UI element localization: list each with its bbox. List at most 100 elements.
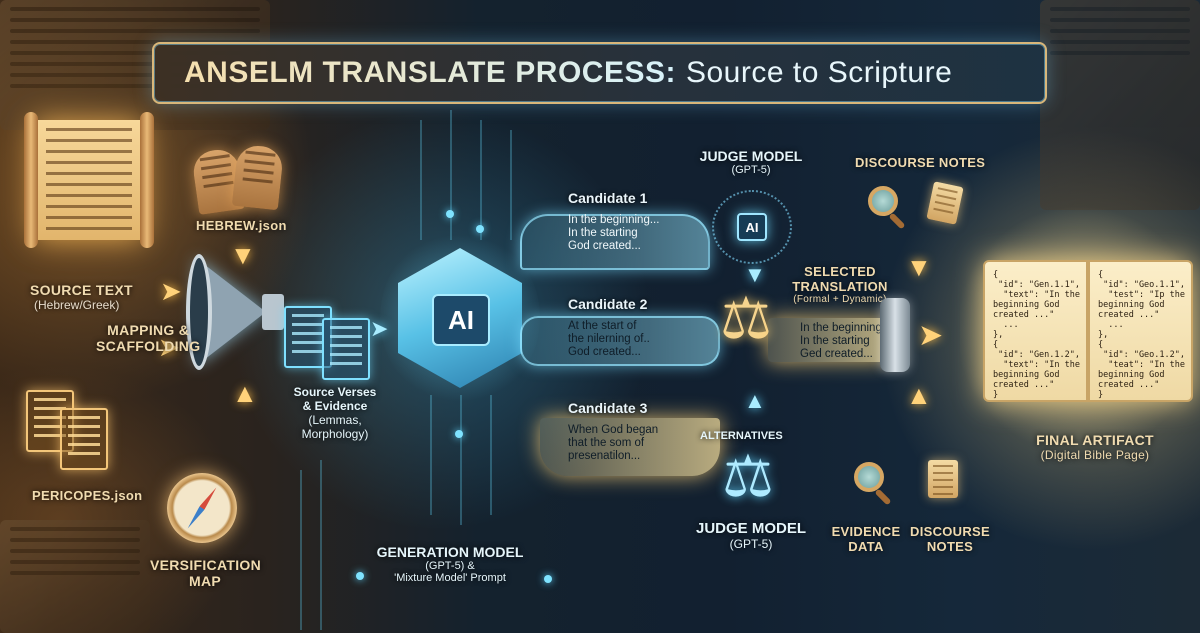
mapping-line2: SCAFFOLDING — [96, 338, 201, 354]
circuit-trace — [480, 120, 482, 240]
circuit-trace — [490, 395, 492, 515]
evidence-line1: EVIDENCE — [831, 524, 901, 539]
selected-line: Ged created... — [800, 348, 873, 360]
parchment-background-bottom-left — [0, 520, 150, 633]
arrow-right-icon: ➤ — [918, 319, 944, 352]
final-artifact-title: FINAL ARTIFACT — [1036, 432, 1154, 448]
candidate-3-title: Candidate 3 — [568, 400, 648, 416]
circuit-node — [455, 430, 463, 438]
candidate-1-line: God created... — [568, 240, 641, 252]
arrow-right-icon: ➤ — [158, 332, 180, 362]
document-stack-icon — [60, 408, 108, 470]
candidate-2-text: At the start of the nilerning of.. God c… — [568, 320, 650, 359]
candidate-2-stream — [520, 316, 720, 366]
arrow-up-icon: ▲ — [232, 378, 258, 408]
notepad-icon — [926, 181, 964, 225]
selected-line: In the starting — [800, 335, 870, 347]
circuit-node — [544, 575, 552, 583]
title-subtitle: Source to Scripture — [685, 56, 953, 89]
candidate-3-text: When God began that the som of presenati… — [568, 424, 658, 463]
title-bold: ANSELM TRANSLATE PROCESS: — [184, 56, 676, 89]
circuit-node — [446, 210, 454, 218]
source-text-label: SOURCE TEXT — [30, 282, 133, 298]
ai-chip-icon: AI — [432, 294, 490, 346]
selected-line1: SELECTED — [804, 264, 876, 279]
book-page-right: { "id": "Geo.1.1", "test": "Ip the begin… — [1088, 260, 1193, 402]
selected-sub: (Formal + Dynamic) — [793, 294, 887, 305]
open-book-icon: { "id": "Gen.1.1", "text": "In the begin… — [983, 260, 1193, 402]
scales-icon: ⚖ — [722, 444, 774, 509]
generation-model-sub1: (GPT-5) & — [425, 560, 475, 572]
magnifier-icon — [868, 186, 898, 216]
hebrew-json-label: HEBREW.json — [196, 218, 287, 233]
candidate-1-stream — [520, 214, 710, 270]
judge-bottom-sub: (GPT-5) — [729, 537, 773, 551]
circuit-node — [476, 225, 484, 233]
scales-icon: ⚖ — [720, 286, 772, 351]
document-stack-icon — [322, 318, 370, 380]
book-page-left: { "id": "Gen.1.1", "text": "In the begin… — [983, 260, 1088, 402]
circuit-trace — [430, 395, 432, 515]
circuit-trace — [300, 470, 302, 630]
arrow-down-icon: ▼ — [906, 252, 932, 282]
candidate-1-text: In the beginning... In the starting God … — [568, 214, 659, 253]
source-verses-label: Source Verses & Evidence (Lemmas, Morpho… — [280, 385, 390, 441]
circuit-trace — [460, 395, 462, 525]
selected-line: In the beginning... — [800, 322, 892, 334]
evidence-data-label: EVIDENCE DATA — [826, 524, 906, 554]
selected-translation-label: SELECTED TRANSLATION (Formal + Dynamic) — [780, 264, 900, 305]
selected-translation-text: In the beginning... In the starting Ged … — [800, 322, 891, 361]
selected-translation-stream — [768, 318, 888, 362]
notepad-icon — [928, 460, 958, 498]
candidate-2-line: At the start of — [568, 320, 637, 332]
compass-icon — [167, 473, 237, 543]
arrow-right-icon: ➤ — [160, 276, 182, 306]
candidate-3-line: When God began — [568, 424, 659, 436]
judge-top-title: JUDGE MODEL — [699, 148, 803, 164]
final-artifact-sub: (Digital Bible Page) — [1040, 448, 1150, 462]
arrow-up-icon: ▲ — [906, 380, 932, 410]
circuit-trace — [510, 130, 512, 240]
evidence-line2: DATA — [848, 539, 884, 554]
arrow-up-icon: ▲ — [744, 388, 766, 413]
stone-tablets-icon — [231, 143, 285, 211]
versification-map-label: VERSIFICATION MAP — [150, 557, 261, 589]
source-verses-line2: & Evidence — [302, 399, 368, 413]
funnel-neck — [262, 294, 284, 330]
judge-model-bottom-label: JUDGE MODEL (GPT-5) — [696, 520, 806, 551]
selected-line2: TRANSLATION — [792, 279, 888, 294]
arrow-down-icon: ▼ — [744, 262, 766, 287]
candidate-2-line: the nilerning of.. — [568, 333, 650, 345]
arrow-right-icon: ➤ — [370, 316, 389, 341]
candidate-2-title: Candidate 2 — [568, 296, 648, 312]
candidate-1-line: In the starting — [568, 227, 638, 239]
generation-model-label: GENERATION MODEL (GPT-5) & 'Mixture Mode… — [340, 544, 560, 584]
judge-bottom-title: JUDGE MODEL — [696, 520, 807, 537]
final-artifact-label: FINAL ARTIFACT (Digital Bible Page) — [1010, 432, 1180, 462]
candidate-2-line: God created... — [568, 346, 641, 358]
parchment-background-top-right — [1040, 0, 1200, 210]
ai-chip-icon: AI — [737, 213, 767, 241]
scroll-icon — [24, 112, 154, 248]
circuit-trace — [420, 120, 422, 240]
generation-model-title: GENERATION MODEL — [376, 544, 524, 560]
judge-top-sub: (GPT-5) — [731, 164, 771, 176]
candidate-3-stream — [540, 418, 720, 476]
source-verses-line3: (Lemmas, — [308, 413, 362, 427]
discourse-notes-top-label: DISCOURSE NOTES — [855, 155, 986, 170]
funnel-mouth — [186, 254, 212, 370]
judge-model-top-label: JUDGE MODEL (GPT-5) — [696, 148, 806, 176]
source-text-sub: (Hebrew/Greek) — [34, 298, 120, 312]
generation-model-sub2: 'Mixture Model' Prompt — [394, 572, 506, 584]
ring-connector-icon — [880, 298, 910, 372]
magnifier-icon — [854, 462, 884, 492]
page-title: ANSELM TRANSLATE PROCESS: Source to Scri… — [152, 42, 1047, 104]
versification-line1: VERSIFICATION — [150, 557, 261, 573]
mapping-label: MAPPING & SCAFFOLDING — [96, 322, 200, 354]
circuit-trace — [320, 460, 322, 630]
discourse-bottom-line2: NOTES — [926, 539, 974, 554]
pericopes-json-label: PERICOPES.json — [32, 488, 143, 503]
discourse-notes-bottom-label: DISCOURSE NOTES — [900, 524, 1000, 554]
alternatives-label: ALTERNATIVES — [700, 430, 783, 442]
circuit-node — [356, 572, 364, 580]
